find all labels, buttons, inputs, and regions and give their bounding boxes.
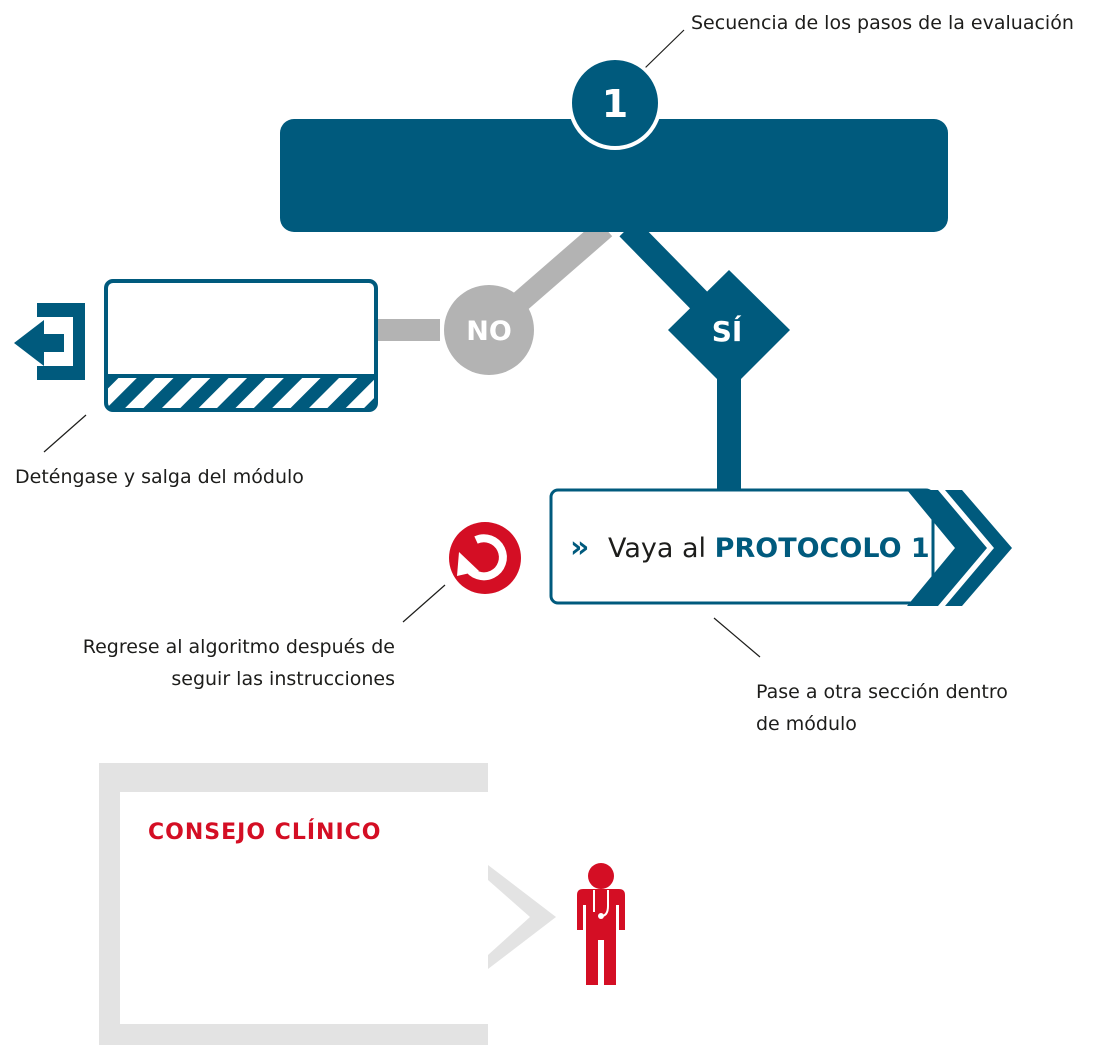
goto-box[interactable] bbox=[549, 488, 935, 605]
goto-label-line1: Pase a otra sección dentro bbox=[756, 681, 1008, 703]
double-chevron-icon bbox=[907, 490, 1012, 606]
exit-box bbox=[104, 279, 378, 412]
clinical-tip-title: CONSEJO CLÍNICO bbox=[148, 820, 382, 845]
exit-arrow-icon bbox=[14, 303, 85, 380]
yes-branch-label: SÍ bbox=[712, 314, 743, 348]
exit-leader-line bbox=[43, 414, 87, 453]
return-icon bbox=[449, 522, 521, 594]
goto-target: PROTOCOLO 1 bbox=[714, 533, 930, 564]
return-leader-line bbox=[402, 584, 446, 623]
no-branch-badge bbox=[444, 285, 534, 375]
goto-prefix: Vaya al bbox=[607, 533, 707, 564]
step-number: 1 bbox=[602, 82, 628, 126]
step-leader-line bbox=[644, 29, 685, 69]
step-box bbox=[280, 119, 948, 232]
exit-label: Deténgase y salga del módulo bbox=[15, 466, 304, 488]
goto-button-text[interactable]: » Vaya al PROTOCOLO 1 bbox=[570, 530, 930, 565]
return-label-line1: Regrese al algoritmo después de bbox=[82, 636, 395, 658]
no-branch-label: NO bbox=[466, 316, 512, 347]
goto-label-line2: de módulo bbox=[756, 713, 857, 735]
yes-branch-badge bbox=[668, 270, 790, 391]
doctor-icon bbox=[577, 863, 625, 985]
goto-leader-line bbox=[713, 617, 761, 658]
clinical-tip-frame bbox=[99, 763, 556, 1045]
return-label-line2: seguir las instrucciones bbox=[171, 668, 395, 690]
step-sequence-label: Secuencia de los pasos de la evaluación bbox=[691, 12, 1074, 34]
goto-chevron-glyph: » bbox=[570, 530, 590, 565]
step-number-badge bbox=[568, 56, 662, 150]
